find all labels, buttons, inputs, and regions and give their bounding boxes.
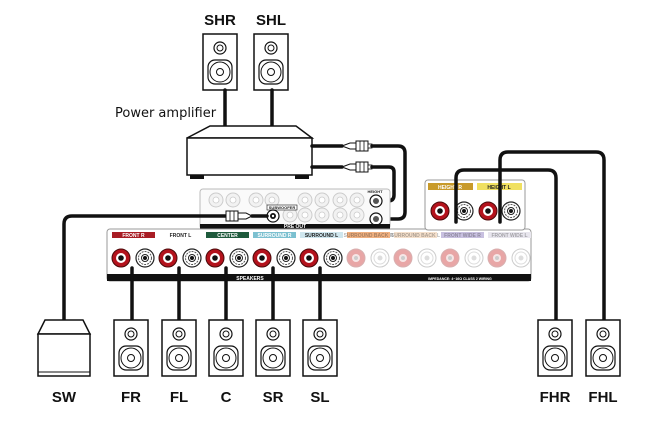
speaker-icon <box>208 319 244 377</box>
terminal-group-label: SURROUND R <box>258 233 292 239</box>
terminal-minus <box>182 248 202 268</box>
speaker-icon <box>255 319 291 377</box>
height-r-bar <box>428 183 473 190</box>
terminal-group-bar <box>300 232 343 238</box>
terminal-group-label: FRONT R <box>122 233 145 239</box>
terminal-group-bar <box>441 232 484 238</box>
terminal-group-label: FRONT WIDE L <box>491 233 527 239</box>
terminal-plus <box>346 248 366 268</box>
power-amplifier <box>186 125 315 179</box>
speaker-c: C <box>208 319 244 406</box>
preout-panel: SUBWOOFER HEIGHT PRE OUT <box>199 188 391 230</box>
height-terminal-panel: HEIGHT R HEIGHT L <box>424 179 526 231</box>
speaker-shl: SHL <box>253 12 289 91</box>
speaker-label-fhr: FHR <box>540 389 571 406</box>
terminal-plus <box>487 248 507 268</box>
speaker-label-shl: SHL <box>256 12 286 29</box>
height-preout-jack-1 <box>369 194 383 208</box>
speaker-fl: FL <box>161 319 197 406</box>
speaker-label-shr: SHR <box>204 12 236 29</box>
speaker-icon <box>113 319 149 377</box>
speaker-label-c: C <box>221 389 232 406</box>
terminal-minus <box>417 248 437 268</box>
terminal-plus <box>299 248 319 268</box>
terminal-plus <box>205 248 225 268</box>
terminal-group-bar <box>253 232 296 238</box>
speaker-fhl: FHL <box>585 319 621 406</box>
height-preout-label: HEIGHT <box>367 189 383 194</box>
terminal-plus <box>158 248 178 268</box>
height-l-minus-terminal <box>501 201 521 221</box>
terminal-plus <box>440 248 460 268</box>
subwoofer-label: SUBWOOFER <box>269 205 296 210</box>
speaker-sl: SL <box>302 319 338 406</box>
preout-label: PRE OUT <box>284 224 306 230</box>
impedance-label: IMPEDANCE: 4~16Ω CLASS 2 WIRING <box>428 277 492 281</box>
terminal-minus <box>276 248 296 268</box>
terminal-group-label: SURROUND BACK R <box>344 233 394 239</box>
speaker-shr: SHR <box>202 12 238 91</box>
subwoofer-cable <box>62 210 269 322</box>
speaker-label-sr: SR <box>263 389 284 406</box>
speaker-label-sl: SL <box>310 389 329 406</box>
speaker-icon <box>537 319 573 377</box>
speaker-label-fhl: FHL <box>588 389 617 406</box>
speaker-sr: SR <box>255 319 291 406</box>
terminal-minus <box>229 248 249 268</box>
speaker-fhr: FHR <box>537 319 573 406</box>
speaker-label-fl: FL <box>170 389 188 406</box>
rca-cable-upper <box>310 140 407 221</box>
speaker-icon <box>302 319 338 377</box>
terminal-group-bar <box>159 232 202 238</box>
terminal-plus <box>252 248 272 268</box>
power-amplifier-label: Power amplifier <box>115 106 217 121</box>
cable-fhr <box>454 168 558 322</box>
terminal-minus <box>370 248 390 268</box>
height-r-label: HEIGHT R <box>438 185 462 191</box>
terminal-group-bar <box>206 232 249 238</box>
speaker-label-sw: SW <box>52 389 77 406</box>
terminal-group-label: CENTER <box>217 233 238 239</box>
terminal-group-label: FRONT L <box>170 233 192 239</box>
speaker-icon <box>585 319 621 377</box>
cable-fhl <box>498 150 606 322</box>
speaker-label-fr: FR <box>121 389 141 406</box>
terminal-group-bar <box>112 232 155 238</box>
speakers-label: SPEAKERS <box>236 276 264 282</box>
speaker-icon <box>253 33 289 91</box>
height-preout-jack-2 <box>369 212 383 226</box>
terminal-group-label: SURROUND BACK L <box>391 233 440 239</box>
speaker-icon <box>161 319 197 377</box>
terminal-minus <box>511 248 531 268</box>
terminal-group-bar <box>394 232 437 238</box>
terminal-group-bar <box>488 232 531 238</box>
terminal-group-label: FRONT WIDE R <box>444 233 481 239</box>
terminal-minus <box>323 248 343 268</box>
height-r-plus-terminal <box>430 201 450 221</box>
speaker-fr: FR <box>113 319 149 406</box>
subwoofer-preout-jack <box>266 209 280 223</box>
terminal-minus <box>464 248 484 268</box>
terminal-minus <box>135 248 155 268</box>
speaker-icon <box>202 33 238 91</box>
terminal-plus <box>111 248 131 268</box>
terminal-plus <box>393 248 413 268</box>
height-l-plus-terminal <box>478 201 498 221</box>
terminal-group-label: SURROUND L <box>305 233 338 239</box>
subwoofer: SW <box>36 319 92 406</box>
terminal-group-bar <box>347 232 390 238</box>
